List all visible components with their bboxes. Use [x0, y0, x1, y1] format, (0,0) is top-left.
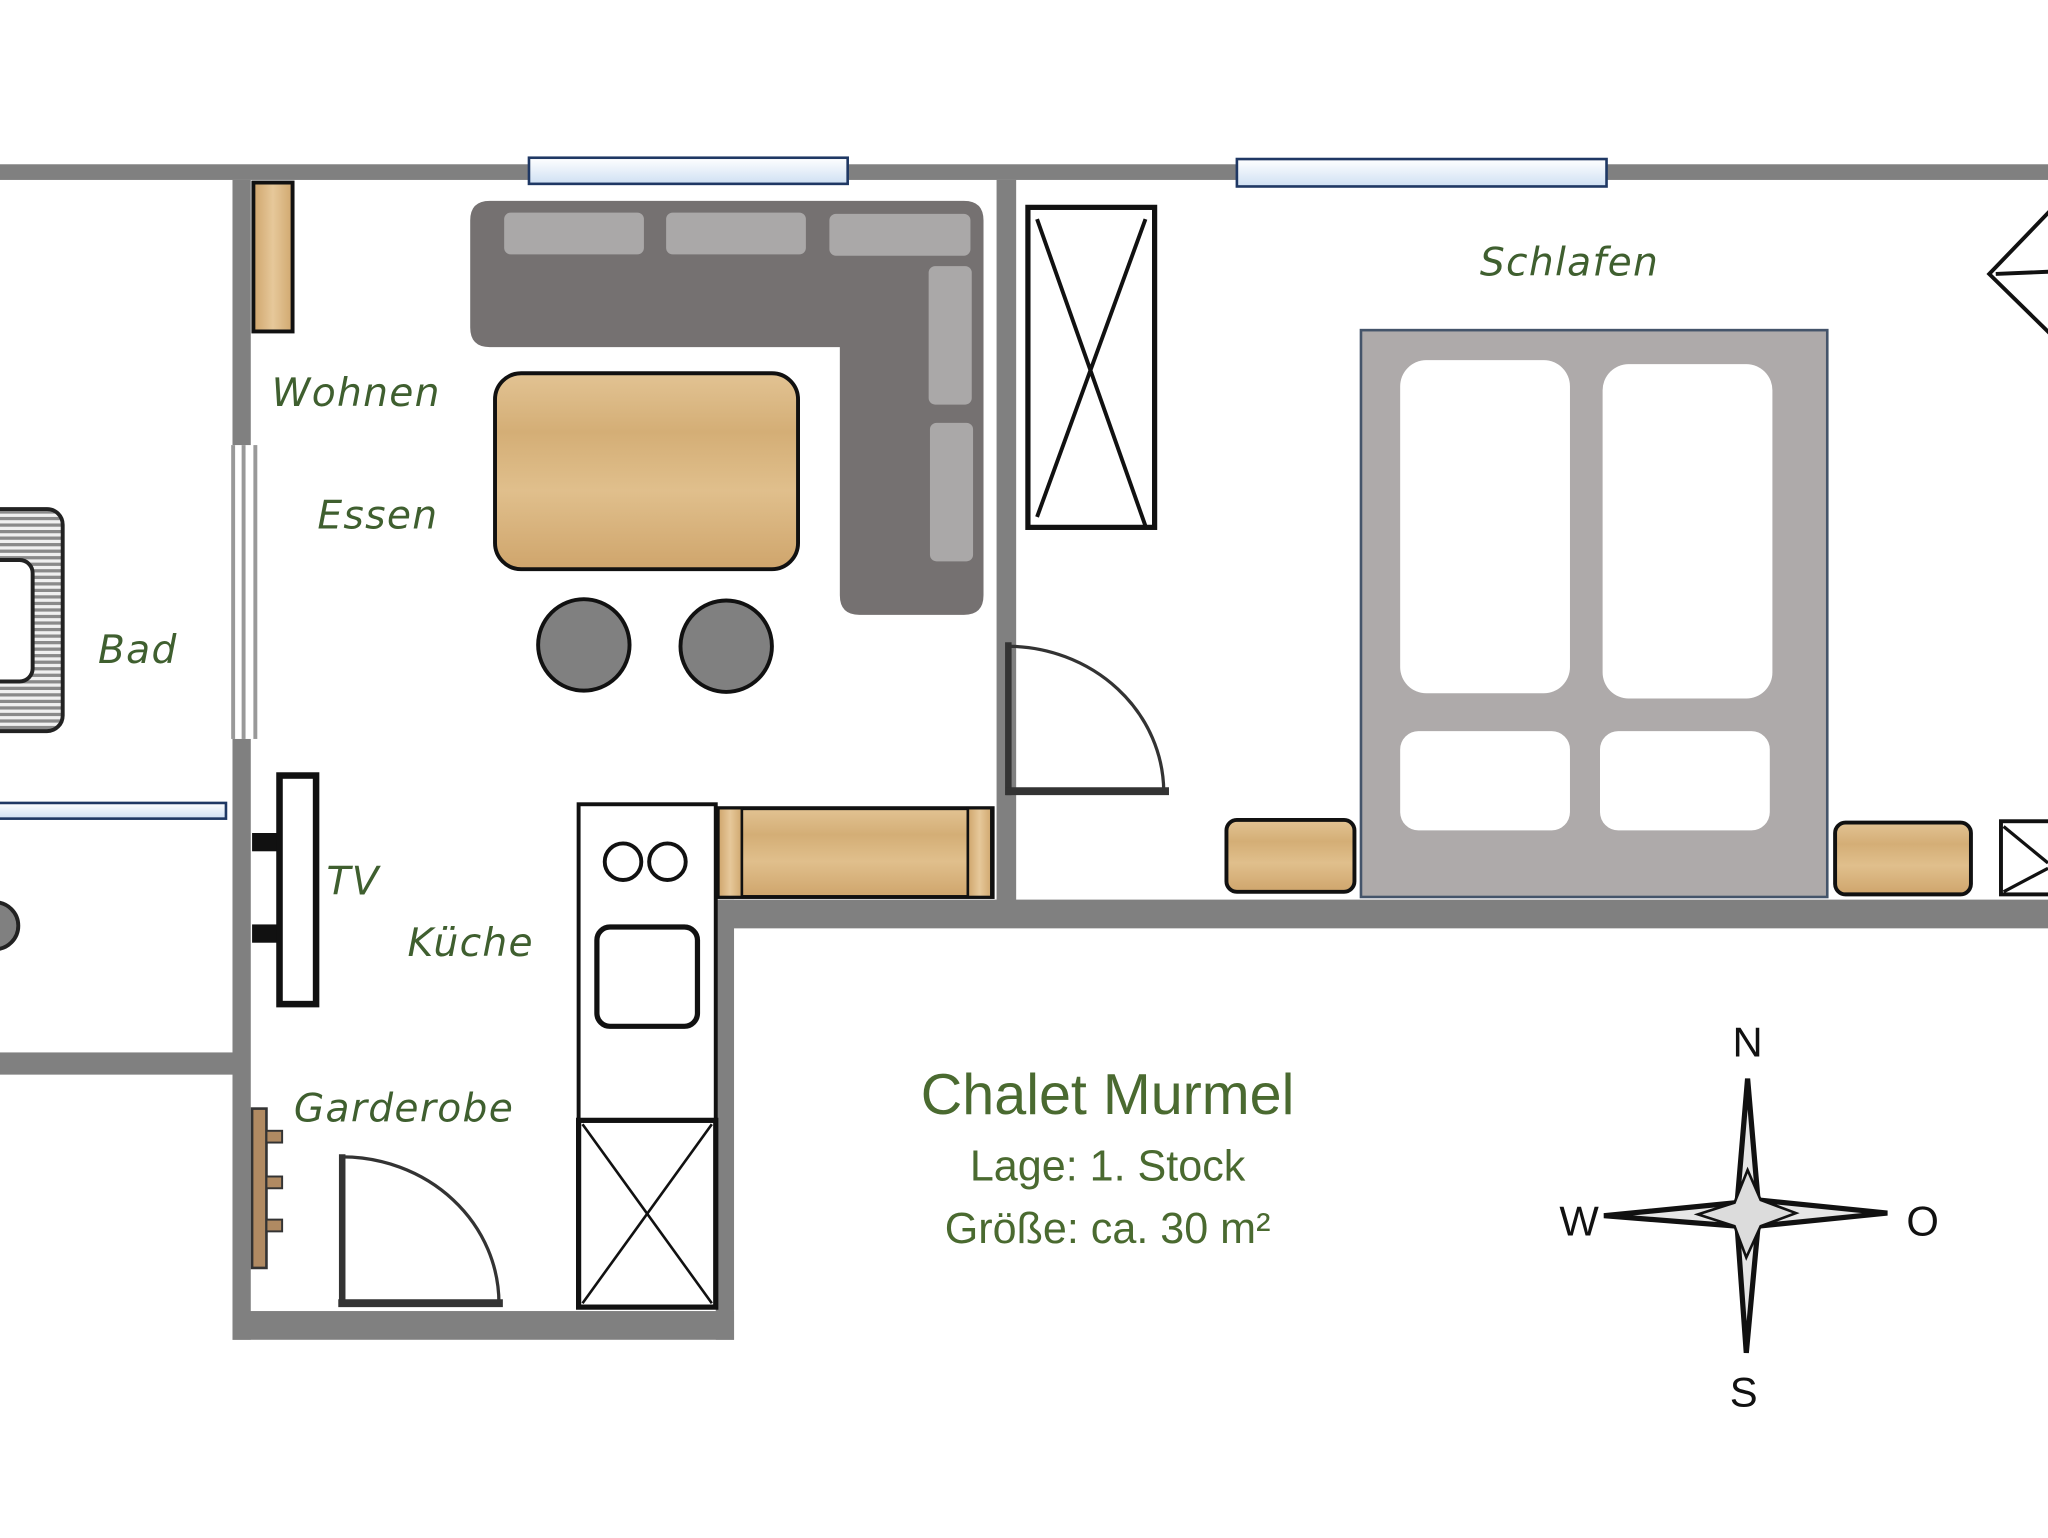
nightstand	[1224, 817, 1357, 894]
label-garderobe: Garderobe	[294, 1087, 514, 1132]
window-bedroom	[1235, 157, 1608, 188]
wall-bedroom-bottom	[715, 899, 2048, 929]
plan-title: Chalet Murmel	[921, 1063, 1295, 1127]
corner-sofa	[470, 200, 984, 615]
label-essen: Essen	[317, 494, 438, 539]
wall-top	[0, 164, 2048, 180]
window-bath	[0, 801, 228, 820]
stool	[536, 597, 632, 693]
wardrobe	[1025, 204, 1158, 530]
plan-floor: Lage: 1. Stock	[970, 1142, 1246, 1190]
compass-north: N	[1732, 1018, 1762, 1065]
stool	[678, 598, 774, 694]
kitchen-counter	[576, 802, 719, 1310]
wall-kitchen-right	[715, 899, 735, 1340]
wood-shelf	[251, 180, 295, 334]
bathtub	[0, 507, 65, 734]
label-schlafen: Schlafen	[1480, 240, 1659, 285]
plan-size: Größe: ca. 30 m²	[945, 1205, 1271, 1253]
wall-left-horizontal	[0, 1052, 236, 1075]
corner-fixture	[1986, 210, 2048, 335]
label-wohnen: Wohnen	[272, 371, 441, 416]
compass-rose-icon	[1603, 1078, 1888, 1354]
bedroom-door	[1005, 642, 1169, 796]
stove-burner	[602, 841, 644, 882]
compass-south: S	[1730, 1368, 1758, 1415]
nightstand	[1833, 820, 1973, 897]
tv-unit	[252, 772, 320, 1008]
wood-counter	[716, 806, 995, 899]
entrance-door	[338, 1154, 503, 1308]
sliding-door	[228, 445, 263, 739]
toilet	[0, 900, 21, 951]
sink	[594, 924, 701, 1029]
compass-east: O	[1906, 1197, 1939, 1244]
label-kueche: Küche	[408, 921, 534, 966]
label-tv: TV	[327, 859, 382, 904]
wall-living-left	[232, 179, 251, 1340]
cabinet-partial	[1999, 819, 2048, 897]
compass-west: W	[1559, 1197, 1599, 1244]
coat-rack	[250, 1107, 284, 1270]
stove-burner	[647, 841, 688, 882]
dining-table	[493, 371, 800, 572]
wall-kitchen-bottom	[232, 1311, 735, 1340]
double-bed	[1359, 328, 1829, 899]
window-living	[527, 156, 849, 186]
label-bad: Bad	[98, 628, 178, 673]
